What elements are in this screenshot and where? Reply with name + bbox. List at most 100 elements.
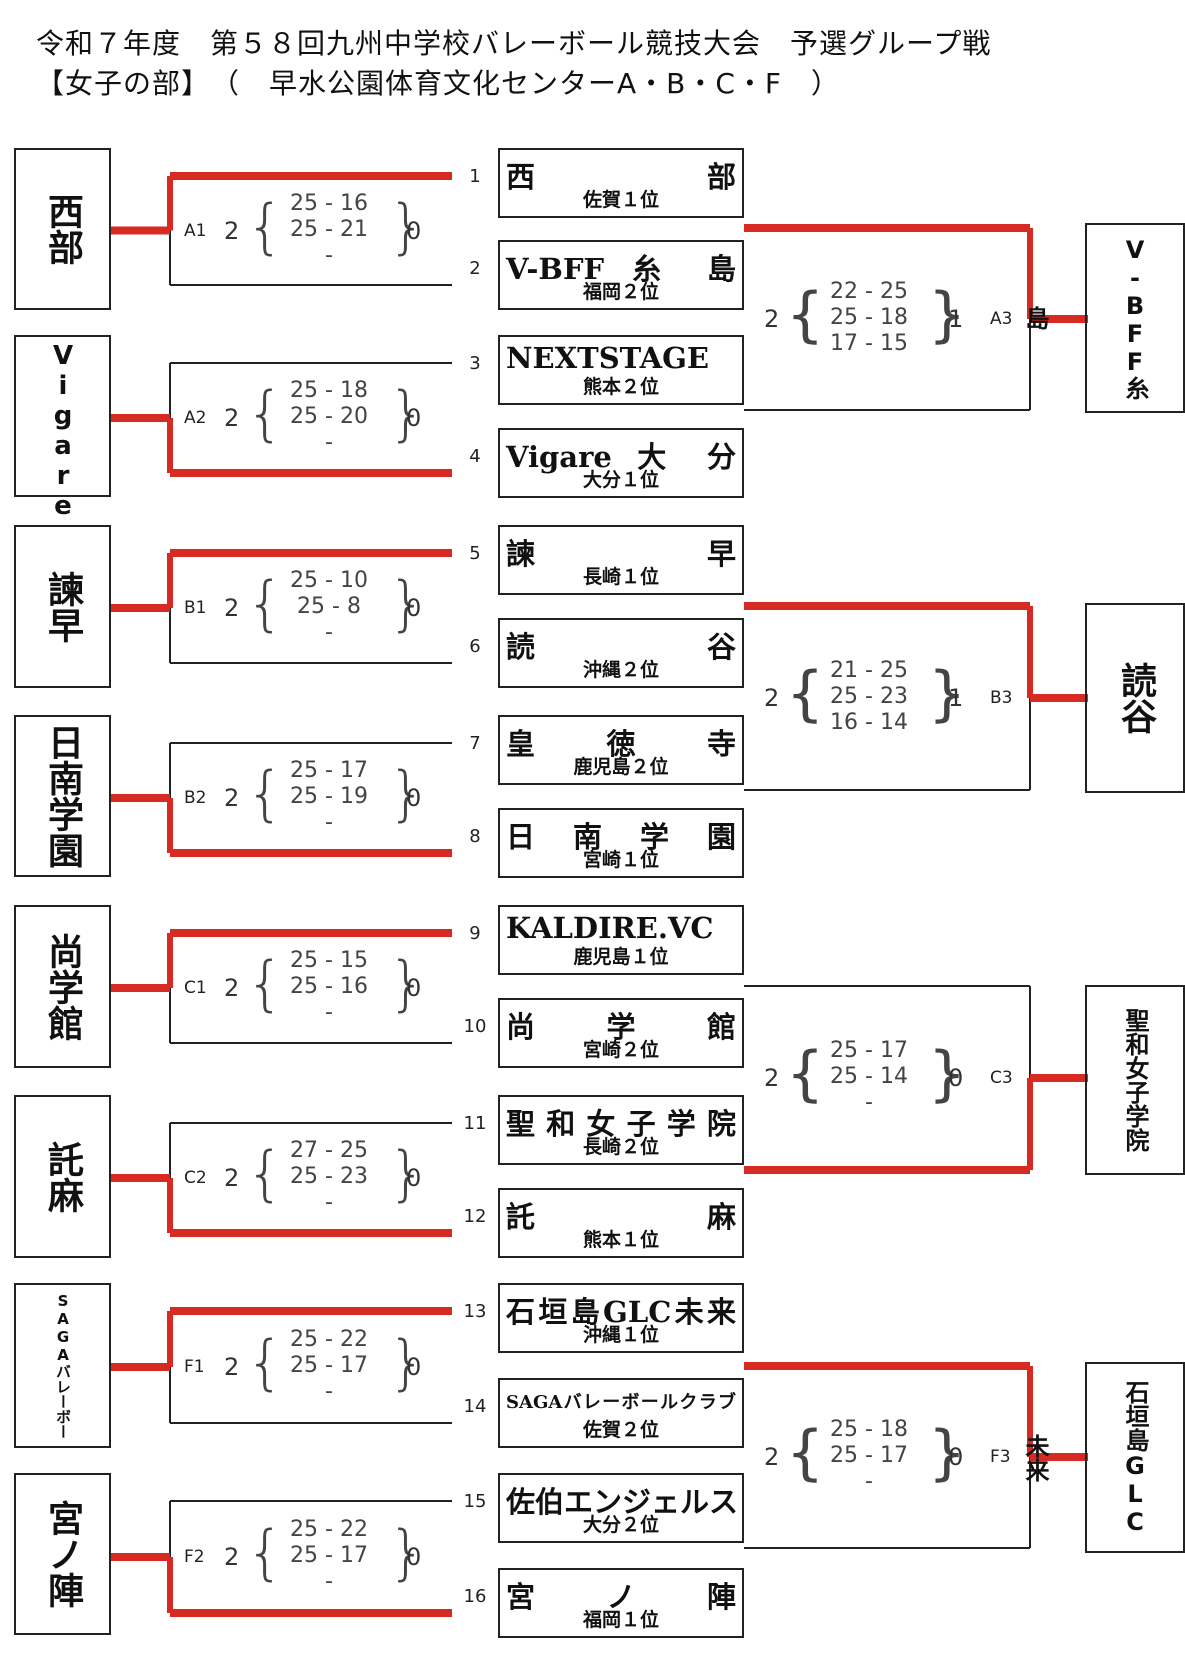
team-prefecture-rank: 福岡１位	[582, 1609, 659, 1631]
team-box: 西 部佐賀１位	[498, 148, 744, 218]
team-name: 宮 ノ 陣	[506, 1580, 736, 1614]
team-prefecture-rank: 福岡２位	[582, 281, 659, 303]
sets-lost: 0	[948, 1064, 964, 1092]
team-name: 石垣島GLC未来	[506, 1295, 736, 1329]
r1-winner-name: SAGAバレーボールクラブ	[54, 1292, 72, 1439]
r1-winner-name: 西部	[42, 193, 83, 265]
brace-left: {	[246, 759, 285, 829]
team-box: 聖和女子学院長崎２位	[498, 1095, 744, 1165]
match-id: C1	[184, 978, 207, 998]
team-prefecture-rank: 沖縄２位	[582, 659, 659, 681]
r1-winner-name: 宮ノ陣	[42, 1500, 83, 1608]
team-box: 託 麻熊本１位	[498, 1188, 744, 1258]
r2-winner-name: 聖和女子学院	[1121, 1008, 1149, 1152]
team-prefecture-rank: 長崎１位	[582, 566, 659, 588]
brace-left: {	[246, 569, 285, 639]
r1-winner-box	[14, 715, 111, 877]
sets-won: 2	[224, 1164, 240, 1192]
team-name: 諫 早	[506, 537, 736, 571]
brace-left: {	[786, 1039, 825, 1109]
match-id: F3	[990, 1447, 1011, 1467]
set-score: 25 - 23	[290, 1164, 368, 1189]
match-id: C2	[184, 1168, 207, 1188]
team-prefecture-rank: 沖縄１位	[582, 1324, 659, 1346]
match-id: C3	[990, 1068, 1013, 1088]
sets-won: 2	[224, 594, 240, 622]
team-box: 宮 ノ 陣福岡１位	[498, 1568, 744, 1638]
sets-lost: 0	[406, 216, 422, 245]
set-score: 25 - 17	[290, 758, 368, 783]
set-score: 25 - 17	[830, 1038, 908, 1063]
seed-number: 11	[463, 1113, 487, 1134]
team-name: 佐伯エンジェルス	[506, 1485, 739, 1519]
team-prefecture-rank: 鹿児島１位	[573, 946, 669, 968]
set-score: 25 - 21	[290, 216, 368, 242]
brace-right: }	[928, 1039, 967, 1109]
match-id: A3	[990, 309, 1013, 329]
set-score: 27 - 25	[290, 1138, 368, 1163]
seed-number: 4	[469, 446, 481, 467]
match-id: A2	[184, 408, 207, 428]
sets-lost: 0	[406, 784, 422, 812]
team-prefecture-rank: 佐賀１位	[582, 189, 659, 211]
brace-right: }	[388, 1518, 427, 1588]
set-score: -	[865, 1469, 873, 1494]
seed-number: 10	[463, 1016, 487, 1037]
match-id: B2	[184, 788, 207, 808]
seed-number: 1	[469, 166, 481, 187]
sets-lost: 1	[948, 305, 964, 333]
match-id: B1	[184, 598, 207, 618]
team-prefecture-rank: 宮崎１位	[582, 849, 659, 871]
team-prefecture-rank: 宮崎２位	[582, 1039, 659, 1061]
set-score: 25 - 22	[290, 1517, 368, 1542]
r1-winner-box	[14, 905, 111, 1068]
set-score: 25 - 19	[290, 784, 368, 809]
set-score: 25 - 15	[290, 948, 368, 973]
brace-right: }	[388, 1139, 427, 1209]
r2-winner-box	[1085, 603, 1185, 793]
r2-winner-box	[1085, 985, 1185, 1175]
set-score: 25 - 16	[290, 190, 368, 216]
team-prefecture-rank: 熊本２位	[582, 376, 659, 398]
team-name: NEXTSTAGE	[506, 341, 709, 375]
set-score: 22 - 25	[830, 279, 908, 304]
r1-winner-box	[14, 148, 111, 310]
team-name: 尚 学 館	[506, 1010, 736, 1044]
sets-won: 2	[764, 305, 780, 333]
sets-won: 2	[224, 974, 240, 1002]
seed-number: 3	[469, 353, 481, 374]
brace-right: }	[928, 659, 967, 729]
sets-won: 2	[764, 1064, 780, 1092]
set-score: -	[325, 1569, 333, 1594]
seed-number: 8	[469, 826, 481, 847]
team-box: Vigare 大 分大分１位	[498, 428, 744, 498]
brace-left: {	[786, 659, 825, 729]
r2-winner-name: 石垣島GLC未来	[1021, 1379, 1149, 1536]
set-score: 25 - 10	[290, 568, 368, 593]
seed-number: 9	[469, 923, 481, 944]
brace-right: }	[388, 949, 427, 1019]
sets-lost: 0	[406, 594, 422, 622]
brace-right: }	[928, 280, 967, 350]
seed-number: 13	[463, 1301, 487, 1322]
set-score: 25 - 14	[830, 1064, 908, 1089]
brace-left: {	[246, 949, 285, 1019]
r1-winner-box	[14, 1473, 111, 1635]
r1-winner-name: 諫早	[42, 570, 83, 643]
team-name: SAGAバレーボールクラブ	[506, 1392, 736, 1413]
team-name: 読 谷	[506, 630, 736, 664]
sets-lost: 0	[948, 1443, 964, 1471]
r2-winner-box	[1085, 1362, 1185, 1553]
r1-winner-name: 尚学館	[42, 932, 83, 1041]
brace-left: {	[246, 191, 285, 262]
team-name: 日 南 学 園	[506, 820, 736, 854]
team-name: 託 麻	[506, 1200, 736, 1234]
team-name: 皇 徳 寺	[506, 727, 736, 761]
sets-won: 2	[224, 1543, 240, 1571]
match-id: B3	[990, 688, 1013, 708]
sets-won: 2	[224, 404, 240, 432]
set-score: 25 - 22	[290, 1327, 368, 1352]
brace-right: }	[388, 1328, 427, 1398]
